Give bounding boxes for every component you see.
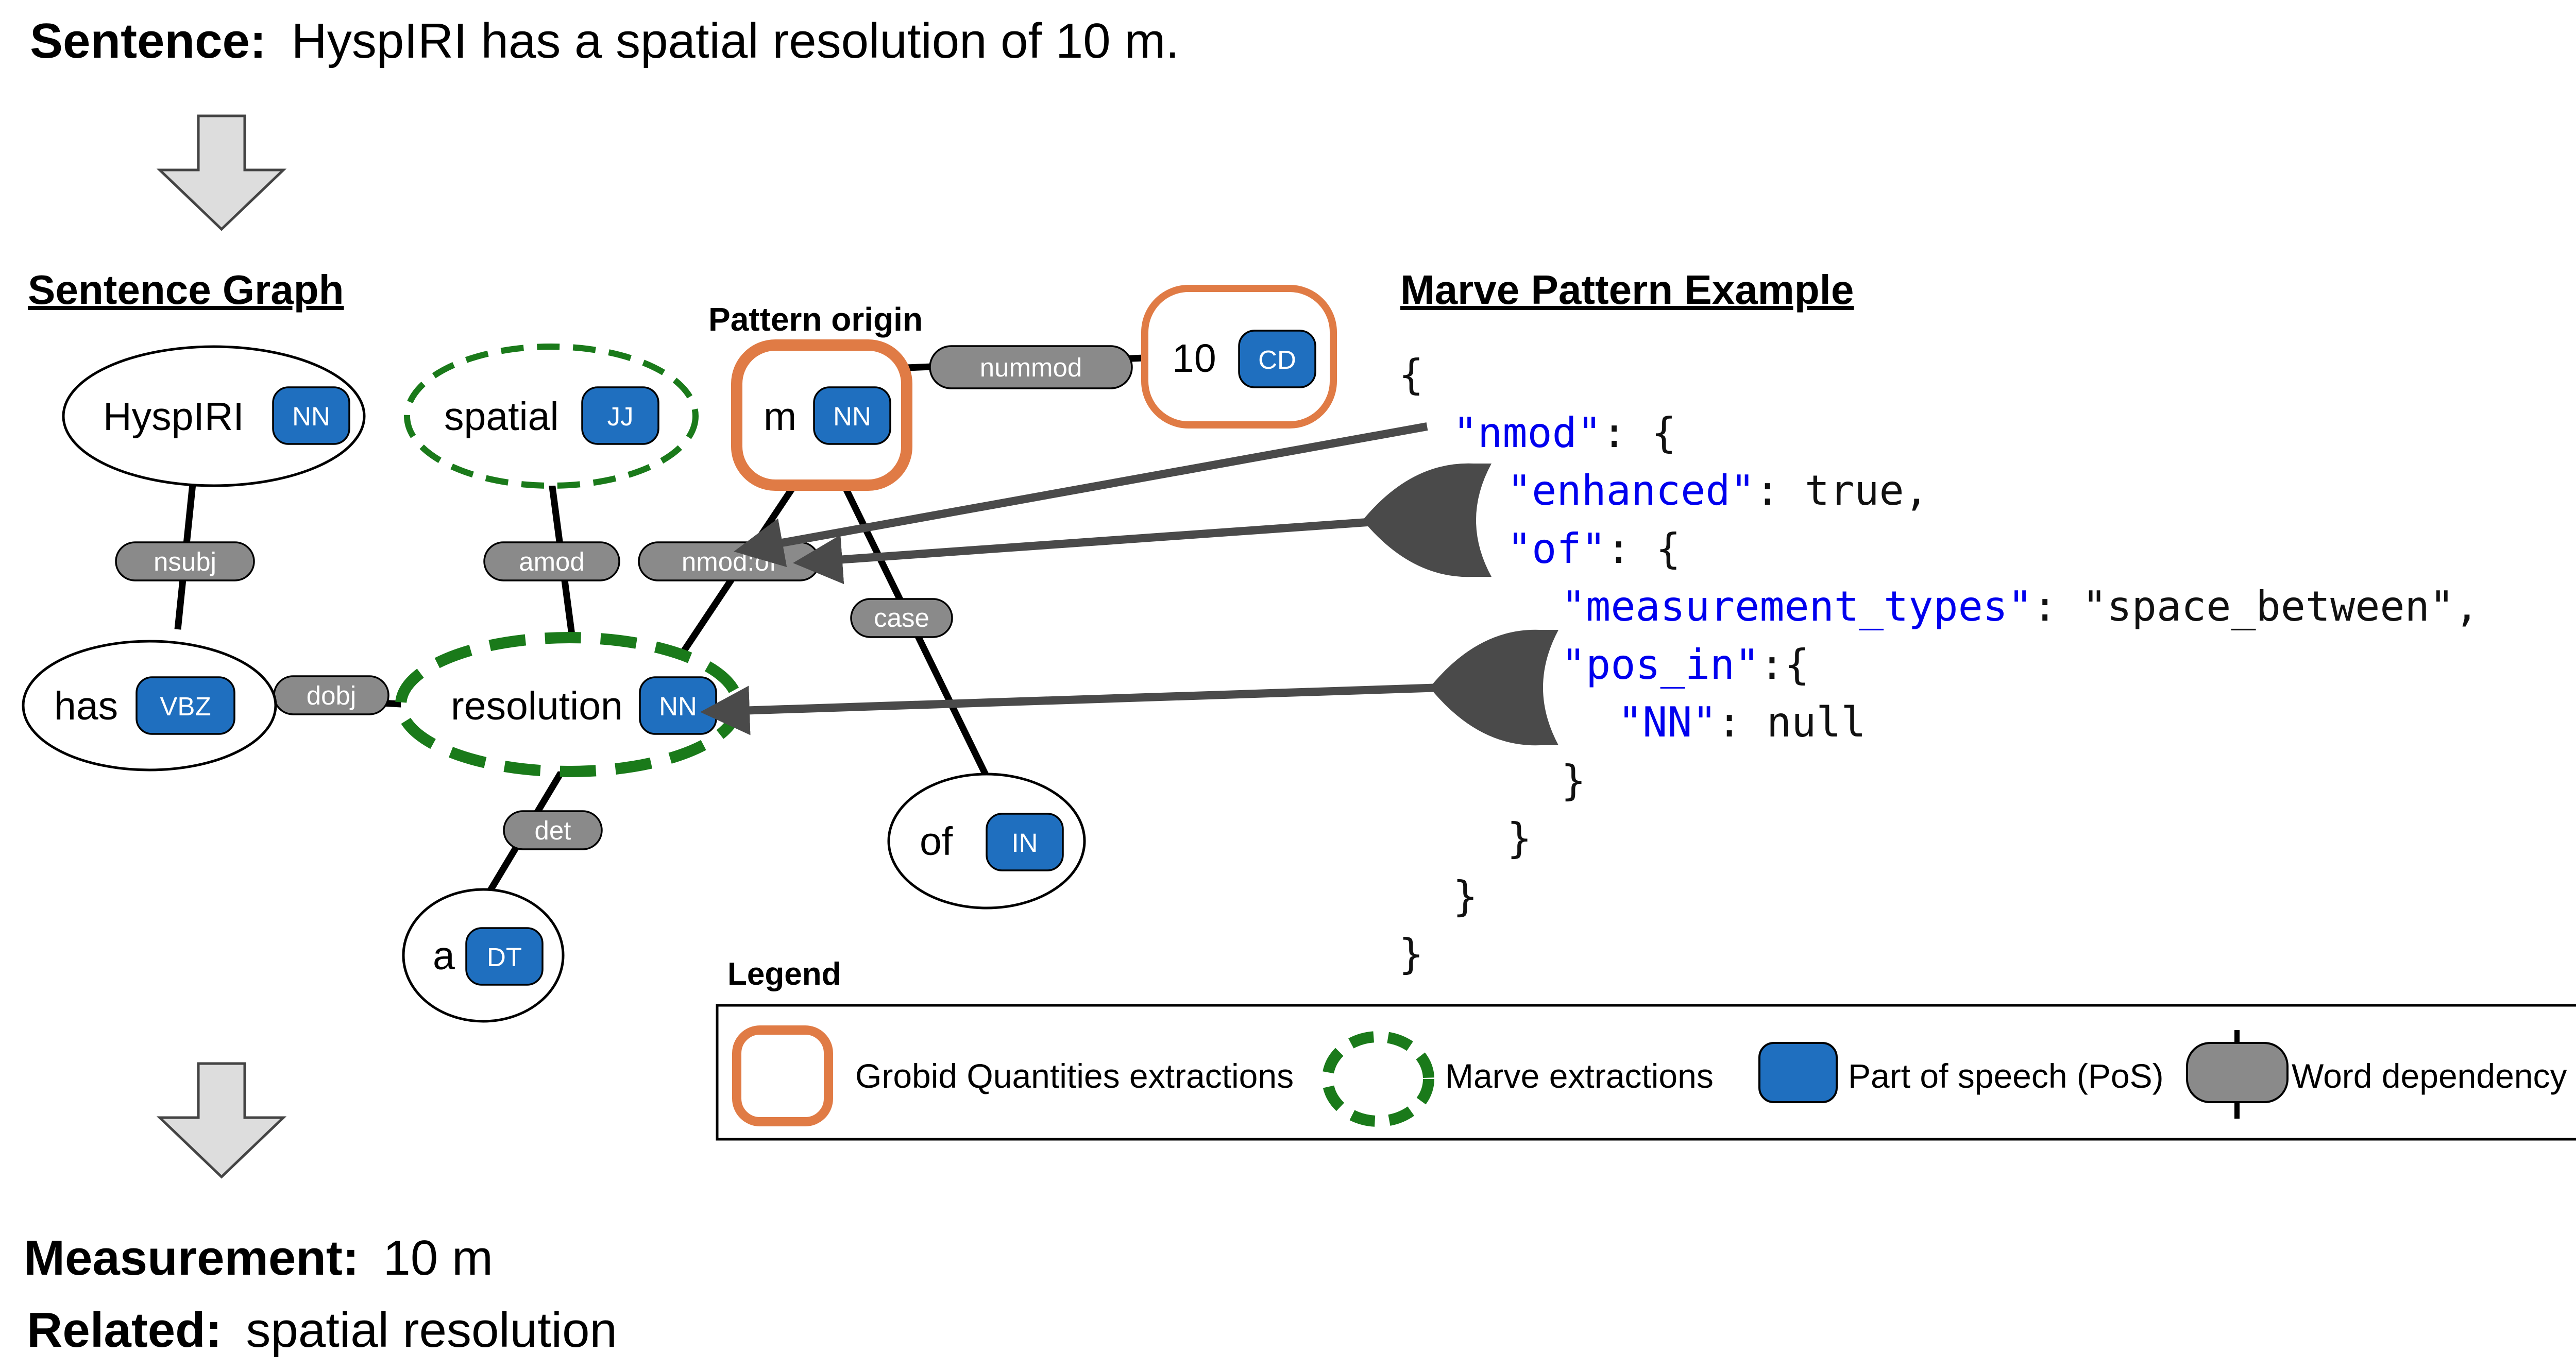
svg-text:nsubj: nsubj bbox=[154, 547, 216, 576]
svg-text:nmod:of: nmod:of bbox=[682, 547, 777, 576]
dep-amod: amod bbox=[483, 541, 620, 581]
svg-text:dobj: dobj bbox=[307, 681, 356, 710]
sentence-line: Sentence: HyspIRI has a spatial resoluti… bbox=[30, 13, 1179, 68]
or-gate-icon bbox=[1430, 629, 1558, 746]
dep-dobj: dobj bbox=[273, 675, 389, 715]
svg-text:VBZ: VBZ bbox=[160, 692, 211, 721]
pattern-origin-label: Pattern origin bbox=[708, 301, 923, 338]
dep-nmod-of: nmod:of bbox=[638, 541, 820, 581]
svg-text:CD: CD bbox=[1258, 345, 1296, 374]
node-hyspiri: HyspIRI NN bbox=[62, 345, 366, 487]
svg-text:m: m bbox=[764, 395, 796, 439]
node-a: a DT bbox=[402, 888, 565, 1023]
node-10: 10 CD bbox=[1141, 285, 1337, 429]
down-arrow-icon bbox=[156, 114, 287, 231]
svg-text:"measurement_types": "space_b: "measurement_types": "space_between", bbox=[1561, 582, 2479, 630]
svg-text:{: { bbox=[1399, 351, 1423, 399]
svg-text:NN: NN bbox=[659, 692, 697, 721]
svg-text:det: det bbox=[535, 816, 571, 845]
legend-pos-label: Part of speech (PoS) bbox=[1848, 1057, 2164, 1095]
node-of: of IN bbox=[887, 773, 1086, 910]
measurement-line: Measurement: 10 m bbox=[24, 1230, 493, 1286]
legend-box: Grobid Quantities extractions Marve extr… bbox=[716, 1004, 2576, 1141]
legend-grobid-swatch bbox=[732, 1025, 833, 1126]
node-m: m NN bbox=[731, 339, 912, 491]
dep-case: case bbox=[850, 598, 953, 638]
svg-text:}: } bbox=[1453, 872, 1478, 920]
json-pattern-code: { "nmod": { "enhanced": true, "of": { "m… bbox=[1399, 351, 2479, 978]
legend-marve-label: Marve extractions bbox=[1445, 1057, 1714, 1095]
svg-text:}: } bbox=[1399, 930, 1423, 978]
svg-text:spatial: spatial bbox=[444, 395, 559, 439]
node-spatial: spatial JJ bbox=[404, 344, 699, 489]
measurement-value: 10 m bbox=[383, 1230, 493, 1286]
node-resolution: resolution NN bbox=[395, 632, 743, 777]
legend-grobid-label: Grobid Quantities extractions bbox=[855, 1057, 1294, 1095]
svg-text:IN: IN bbox=[1012, 828, 1038, 858]
legend-dependency-label: Word dependency bbox=[2292, 1057, 2567, 1095]
svg-text:NN: NN bbox=[292, 402, 330, 431]
down-arrow-icon bbox=[156, 1062, 287, 1179]
related-line: Related: spatial resolution bbox=[27, 1303, 617, 1358]
legend-marve-swatch bbox=[1322, 1031, 1434, 1127]
svg-text:"of": {: "of": { bbox=[1507, 525, 1681, 573]
sentence-graph-title: Sentence Graph bbox=[28, 267, 344, 313]
svg-text:}: } bbox=[1561, 757, 1586, 804]
svg-text:case: case bbox=[874, 603, 929, 632]
marve-pattern-title: Marve Pattern Example bbox=[1400, 267, 1854, 313]
measurement-label: Measurement: bbox=[24, 1230, 359, 1286]
svg-text:"NN": null: "NN": null bbox=[1618, 698, 1866, 746]
legend-pos-swatch bbox=[1758, 1042, 1838, 1103]
dep-nsubj: nsubj bbox=[115, 541, 255, 581]
dep-nummod: nummod bbox=[929, 345, 1133, 389]
legend-title: Legend bbox=[727, 956, 841, 992]
svg-text:of: of bbox=[920, 819, 953, 864]
dep-det: det bbox=[503, 810, 603, 850]
sentence-text: HyspIRI has a spatial resolution of 10 m… bbox=[291, 13, 1179, 68]
svg-text:has: has bbox=[54, 684, 118, 728]
svg-text:DT: DT bbox=[487, 942, 522, 972]
svg-text:10: 10 bbox=[1172, 336, 1216, 381]
svg-text:"nmod": {: "nmod": { bbox=[1453, 409, 1676, 457]
legend-dependency-swatch bbox=[2186, 1042, 2289, 1103]
svg-text:"pos_in":{: "pos_in":{ bbox=[1561, 641, 1809, 689]
svg-text:a: a bbox=[433, 934, 455, 978]
svg-text:"enhanced": true,: "enhanced": true, bbox=[1507, 467, 1929, 515]
or-gate-icon bbox=[1363, 463, 1492, 577]
svg-text:amod: amod bbox=[519, 547, 585, 576]
svg-text:NN: NN bbox=[833, 402, 871, 431]
related-label: Related: bbox=[27, 1303, 222, 1358]
svg-text:resolution: resolution bbox=[451, 684, 623, 728]
node-has: has VBZ bbox=[22, 640, 277, 772]
sentence-label: Sentence: bbox=[30, 13, 266, 68]
related-value: spatial resolution bbox=[246, 1303, 617, 1358]
svg-text:JJ: JJ bbox=[607, 402, 634, 431]
svg-text:HyspIRI: HyspIRI bbox=[103, 395, 244, 439]
svg-text:nummod: nummod bbox=[980, 353, 1082, 382]
svg-text:}: } bbox=[1507, 814, 1532, 862]
pattern-mapping-arrows bbox=[700, 422, 1558, 746]
